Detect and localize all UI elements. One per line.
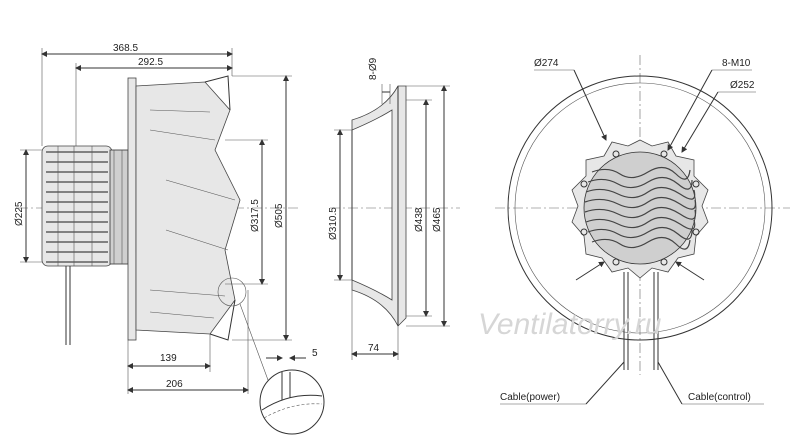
dim-front-motor-dia: Ø274 xyxy=(534,58,559,69)
label-cable-control: Cable(control) xyxy=(688,392,751,403)
impeller-inner-circle xyxy=(514,82,766,334)
dim-depth-206: 206 xyxy=(166,379,183,390)
front-cables xyxy=(623,272,659,370)
motor-fins xyxy=(46,146,108,266)
detail-marker xyxy=(217,277,247,307)
dim-holes: 8-Ø9 xyxy=(368,57,379,80)
detail-circle xyxy=(259,369,325,435)
label-cable-power: Cable(power) xyxy=(500,392,560,403)
front-view: Ø274 8-M10 Ø252 Cable(power) Cable(contr… xyxy=(495,55,790,405)
dim-depth-139: 139 xyxy=(160,353,177,364)
dim-bolt-dia: Ø252 xyxy=(730,80,755,91)
backplate xyxy=(127,77,137,341)
dim-flange-dia: Ø465 xyxy=(432,207,443,232)
dim-throat-dia: Ø310.5 xyxy=(328,207,339,240)
motor-plate xyxy=(109,149,129,265)
dim-overall-length: 368.5 xyxy=(113,43,138,54)
dim-motor-dia: Ø225 xyxy=(14,201,25,226)
motor-face xyxy=(583,151,697,265)
impeller-outer-circle xyxy=(507,75,773,341)
bolt-holes xyxy=(580,150,700,266)
inlet-ring-view: 8-Ø9 Ø310.5 Ø438 Ø465 74 xyxy=(328,57,460,360)
dim-gap-5: 5 xyxy=(312,348,318,359)
front-fins xyxy=(584,166,697,250)
dim-depth-74: 74 xyxy=(368,343,380,354)
dim-outer-dia: Ø505 xyxy=(274,203,285,228)
dim-wheel-length: 292.5 xyxy=(138,57,163,68)
motor-housing xyxy=(41,145,113,267)
dim-inner-dia: Ø317.5 xyxy=(250,199,261,232)
watermark: Ventilatorry.ru xyxy=(478,308,662,341)
impeller-blades xyxy=(135,81,241,335)
side-view: 368.5 292.5 Ø225 Ø317.5 Ø505 139 206 xyxy=(14,43,325,435)
dim-bolt-circle: Ø438 xyxy=(414,207,425,232)
dim-threads: 8-M10 xyxy=(722,58,751,69)
inlet-ring-profile xyxy=(351,85,407,327)
